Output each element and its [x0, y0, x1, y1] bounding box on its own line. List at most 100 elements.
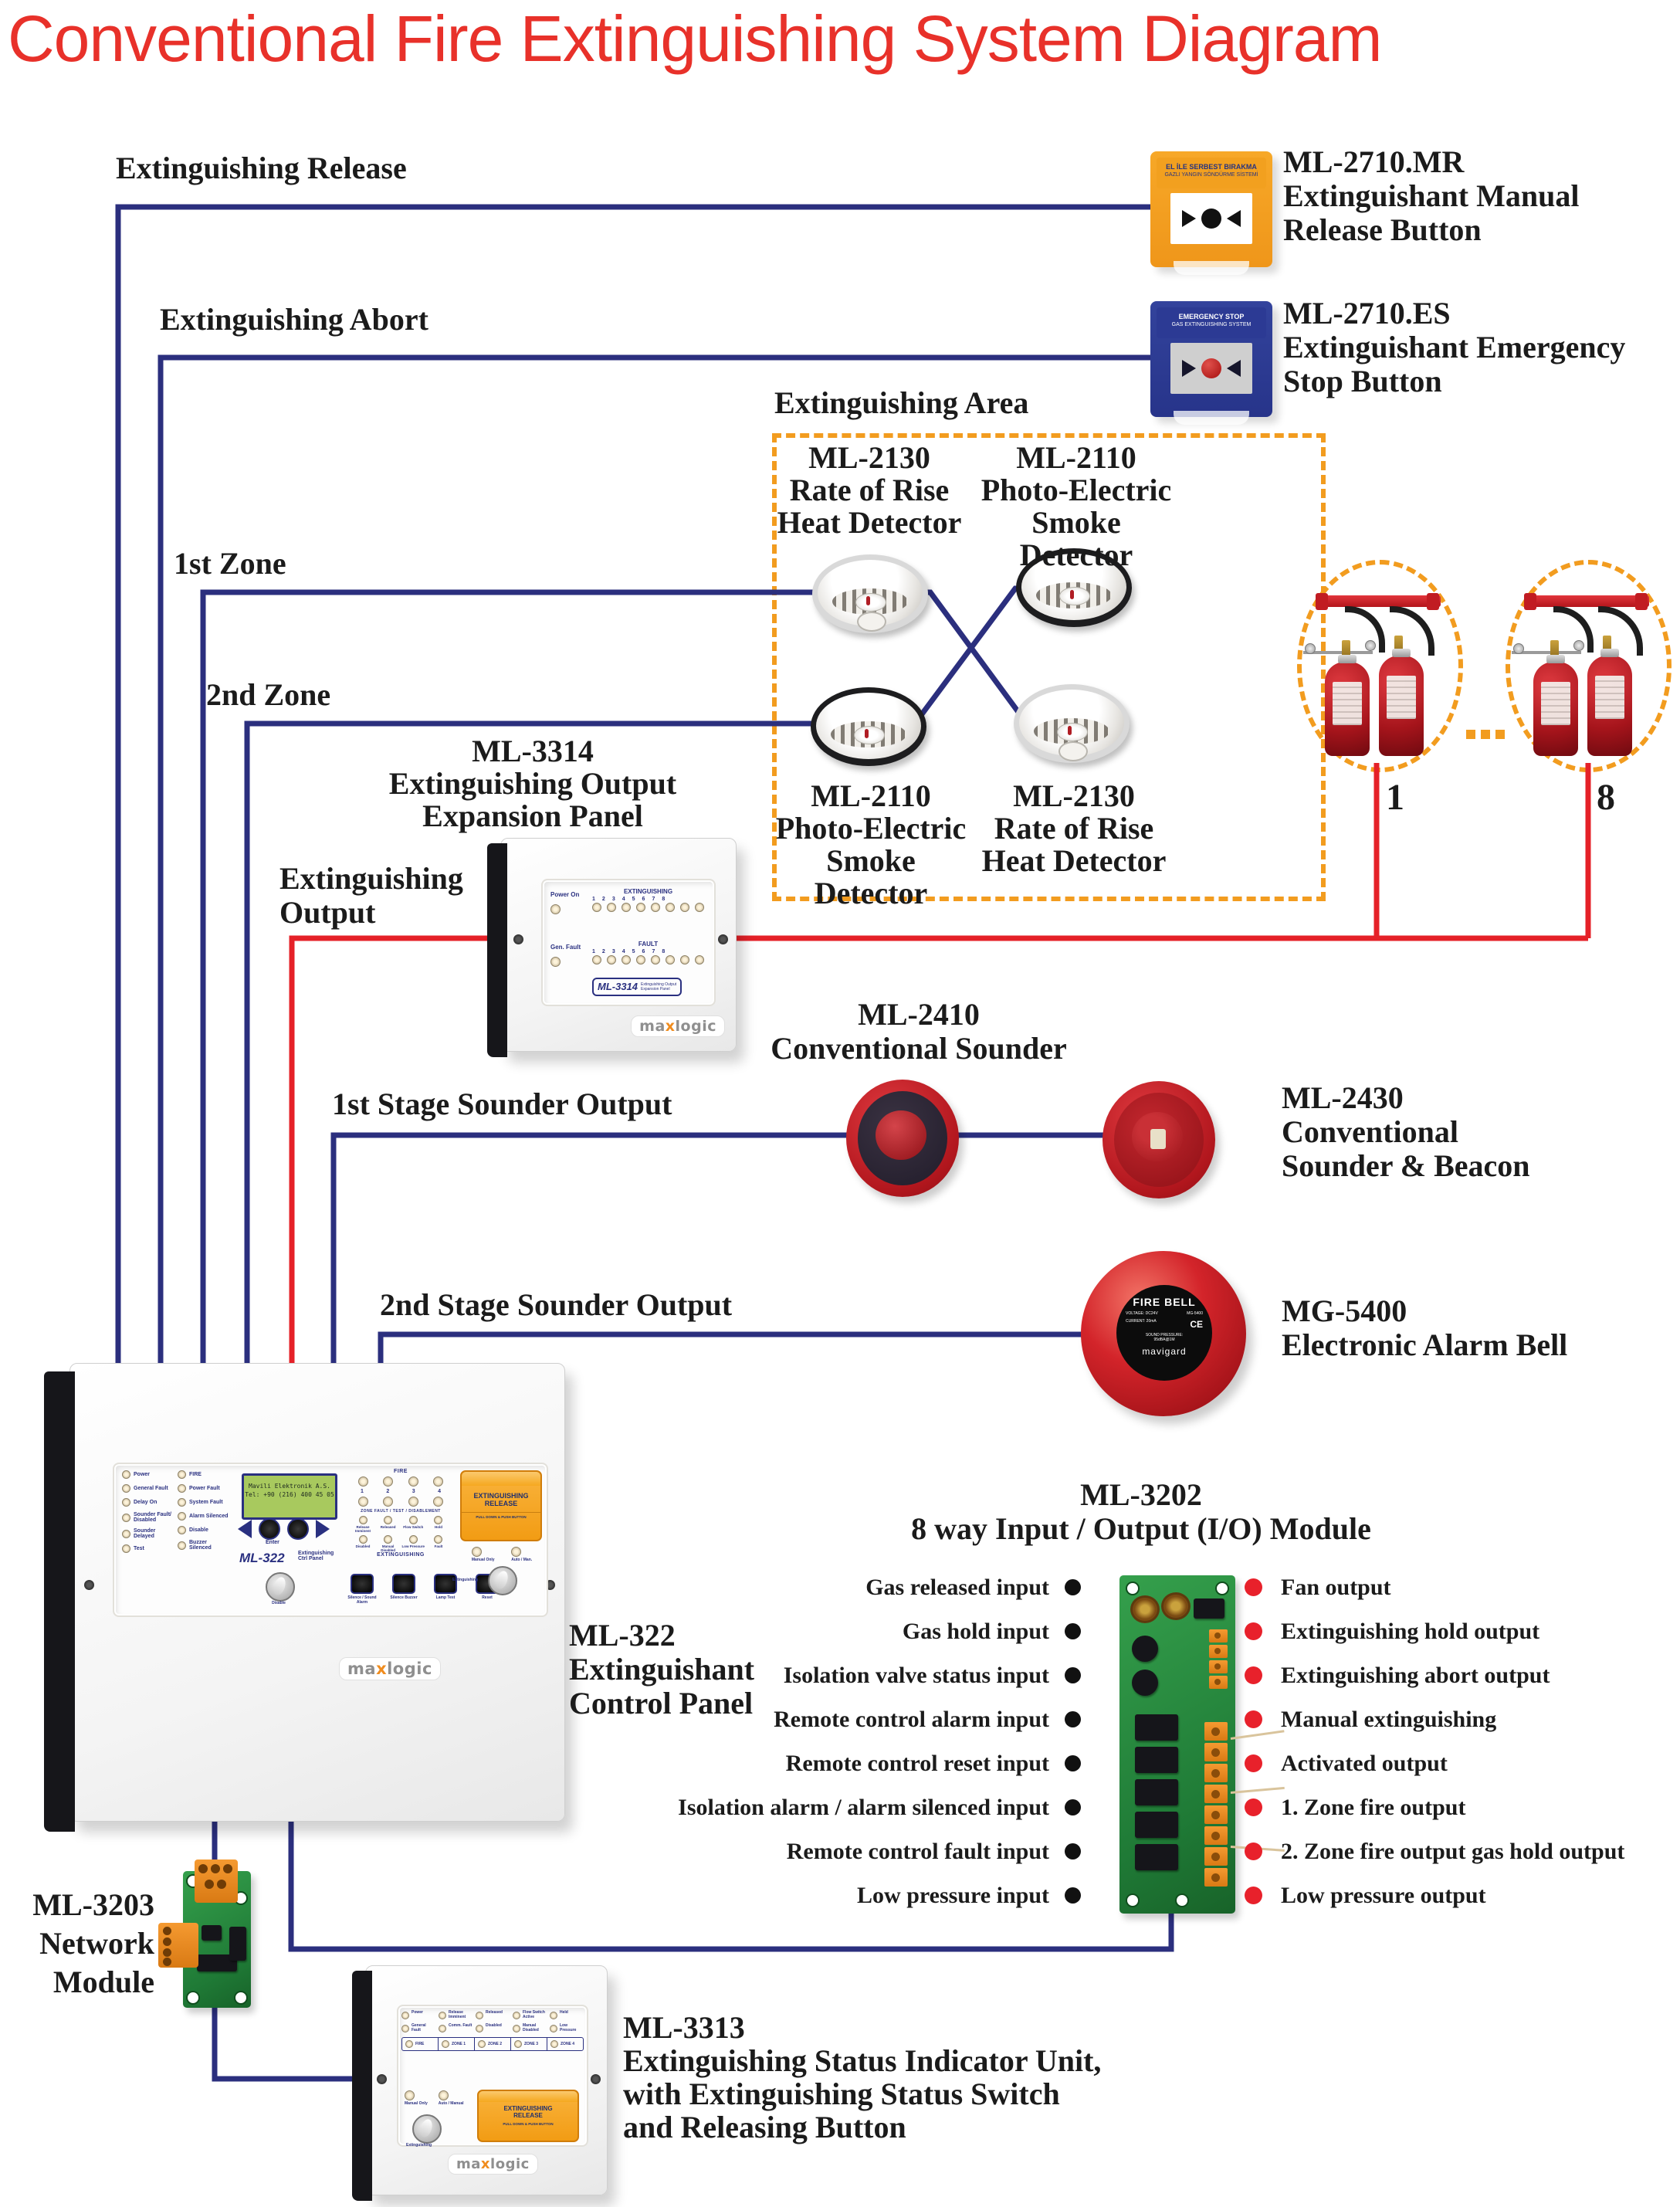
led-indicator: [432, 1497, 443, 1507]
led-indicator: [438, 2090, 449, 2100]
key-control-section: Manual Only Auto / Man. Extinguishing: [452, 1544, 540, 1595]
input-terminal-dot: [1065, 1843, 1081, 1860]
led-indicator: [122, 1513, 130, 1522]
led-indicator: [476, 2025, 483, 2032]
panel-side: [487, 843, 507, 1057]
led-indicator: [122, 1544, 130, 1553]
input-terminal-dot: [1065, 1887, 1081, 1904]
led-indicator: [408, 1535, 418, 1544]
led-indicator: [514, 2040, 522, 2048]
led-indicator: [401, 2012, 409, 2019]
enter-button: [259, 1518, 280, 1540]
output-terminal-dot: [1245, 1622, 1262, 1640]
label-extinguishing-abort: Extinguishing Abort: [160, 302, 428, 337]
extinguishing-release-flap: EXTINGUISHING RELEASE PULL DOWN & PUSH B…: [477, 2090, 579, 2142]
led-indicator: [434, 1535, 443, 1544]
screw-icon: [591, 2074, 601, 2084]
arrow-left-icon: [1227, 360, 1241, 377]
led-indicator: [178, 1484, 186, 1493]
arrow-right-icon: [1182, 360, 1196, 377]
callpoint-label: EMERGENCY STOP GAS EXTINGUISHING SYSTEM: [1157, 307, 1266, 338]
callpoint-foot: [1174, 261, 1249, 275]
ellipsis-dot: [1466, 730, 1475, 739]
capacitor-icon: [1132, 1636, 1158, 1662]
smoke-detector-device: [811, 687, 926, 766]
led-indicator: [178, 1498, 186, 1507]
smoke-detector-device: [1016, 548, 1132, 627]
heat-detector-device: [812, 554, 928, 633]
press-dot-icon: [1201, 208, 1221, 229]
ellipsis-dot: [1481, 730, 1490, 739]
wire-extinguishing-abort: [158, 354, 1150, 1390]
led-indicator: [651, 955, 660, 965]
lcd-display: Mavili Elektronik A.S.Tel: +90 (216) 400…: [242, 1473, 337, 1520]
panel-push-button: [434, 1574, 457, 1594]
panel-push-button: [392, 1574, 415, 1594]
led-indicator: [511, 1546, 522, 1557]
led-indicator: [607, 955, 616, 965]
led-indicator: [476, 2012, 483, 2019]
emergency-stop-button-device: EMERGENCY STOP GAS EXTINGUISHING SYSTEM: [1150, 301, 1272, 425]
inductor-icon: [1161, 1592, 1191, 1620]
led-indicator: [178, 1470, 186, 1479]
keyswitch: [266, 1572, 295, 1602]
led-indicator: [408, 1476, 418, 1487]
screw-icon: [718, 934, 728, 944]
press-here-element: [1170, 193, 1252, 244]
led-indicator: [384, 1535, 393, 1544]
led-indicator: [695, 903, 704, 912]
label-extinguishing-release: Extinguishing Release: [116, 151, 407, 185]
led-indicator: [471, 1546, 482, 1557]
led-indicator: [607, 903, 616, 912]
terminal-strip: [1204, 1722, 1228, 1887]
maxlogic-logo: maxlogic: [339, 1657, 441, 1680]
input-terminal-dot: [1065, 1623, 1081, 1639]
keyswitch: [412, 2114, 442, 2144]
label-2nd-zone: 2nd Zone: [206, 677, 331, 712]
led-indicator: [636, 903, 645, 912]
output-terminal-dot: [1245, 1754, 1262, 1772]
led-indicator: [636, 955, 645, 965]
beacon-badge: [1150, 1129, 1166, 1149]
led-indicator: [401, 2025, 409, 2032]
input-terminal-dot: [1065, 1667, 1081, 1683]
screw-icon: [377, 2074, 387, 2084]
led-indicator: [622, 903, 631, 912]
io-module-pcb-device: [1119, 1575, 1285, 1914]
led-indicator: [434, 1516, 443, 1524]
caption-ml2710mr: ML-2710.MR Extinguishant Manual Release …: [1283, 144, 1580, 247]
wire-extinguishing-release: [115, 204, 1150, 1390]
enter-label: Enter: [266, 1540, 279, 1545]
input-terminal-dot: [1065, 1711, 1081, 1727]
led-indicator: [680, 955, 689, 965]
stop-button-icon: [1201, 358, 1221, 378]
cylinder-group-1-boundary: [1297, 560, 1463, 772]
callpoint-foot: [1174, 411, 1249, 425]
led-indicator: [550, 2040, 558, 2048]
label-extinguishing-area: Extinguishing Area: [774, 385, 1029, 420]
led-indicator: [408, 1497, 418, 1507]
input-terminal-dot: [1065, 1755, 1081, 1771]
led-indicator: [592, 955, 601, 965]
led-indicator: [550, 2012, 557, 2019]
capacitor-icon: [1132, 1670, 1158, 1696]
led-indicator: [550, 904, 561, 914]
arrow-right-icon: [1182, 210, 1196, 227]
wire-stage1-sounder: [330, 1132, 1160, 1390]
led-indicator: [680, 903, 689, 912]
led-indicator: [383, 1497, 394, 1507]
terminal-strip: [1209, 1629, 1228, 1689]
